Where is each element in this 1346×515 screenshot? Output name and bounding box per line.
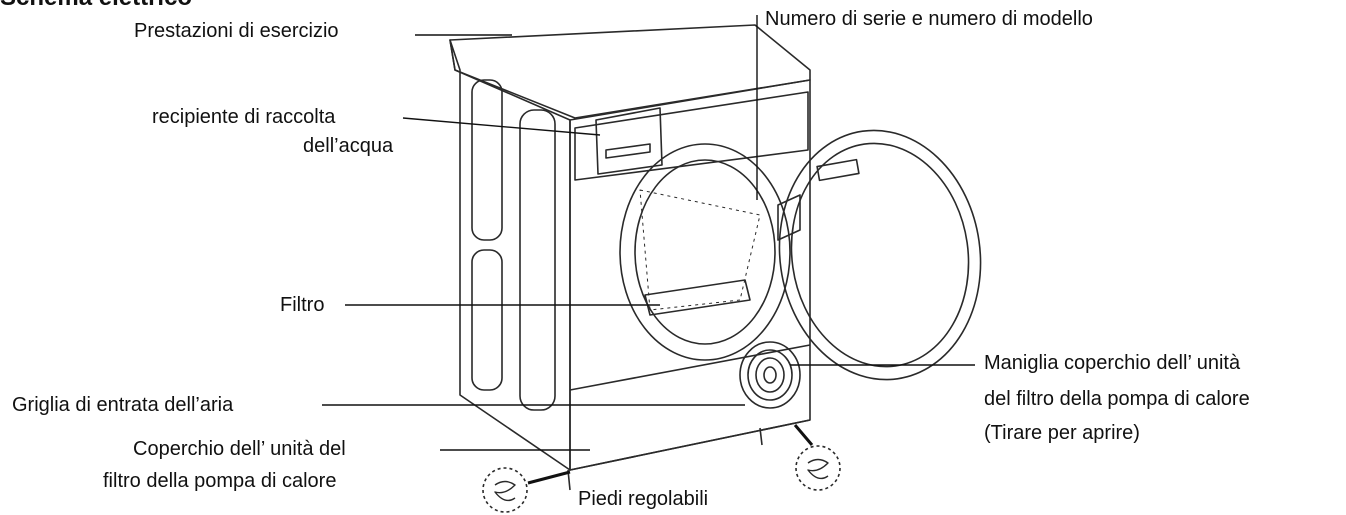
drum-inner — [639, 189, 761, 311]
diagram-heading: Schema elettrico — [0, 0, 192, 12]
door-opening-inner — [634, 159, 776, 345]
label-coperchio-line2: filtro della pompa di calore — [103, 470, 337, 492]
label-filtro: Filtro — [280, 294, 325, 316]
label-coperchio-line1: Coperchio dell’ unità del — [133, 438, 346, 460]
side-recess-upper — [471, 79, 503, 241]
label-numero-serie: Numero di serie e numero di modello — [765, 8, 1093, 30]
open-door-outer — [778, 129, 982, 381]
label-maniglia-line2: del filtro della pompa di calore — [984, 388, 1250, 410]
leader-piedi-right — [793, 424, 814, 446]
door-opening-outer — [619, 143, 791, 361]
dryer-base — [569, 344, 811, 471]
door-hinge — [777, 194, 801, 241]
air-intake-grille — [739, 341, 801, 409]
leader-recipiente — [402, 117, 601, 136]
water-container-handle — [605, 143, 651, 159]
label-maniglia-line3: (Tirare per aprire) — [984, 422, 1140, 444]
control-panel-band — [574, 91, 809, 181]
foot-left — [567, 427, 763, 491]
serial-label — [816, 158, 860, 182]
label-recipiente-line1: recipiente di raccolta — [152, 106, 336, 128]
filter-slot — [644, 279, 751, 316]
label-prestazioni: Prestazioni di esercizio — [134, 20, 339, 42]
dryer-front-panel — [569, 79, 811, 471]
adjustable-foot-left-detail — [482, 467, 528, 513]
open-door-inner — [790, 142, 970, 368]
leader-piedi-left — [527, 470, 571, 485]
dryer-top-panel — [449, 24, 811, 119]
adjustable-foot-right-detail — [795, 445, 841, 491]
label-griglia: Griglia di entrata dell’aria — [12, 394, 234, 416]
label-piedi: Piedi regolabili — [578, 488, 709, 510]
label-recipiente-line2: dell’acqua — [303, 135, 394, 157]
water-container-drawer — [595, 107, 663, 175]
side-recess-lower — [471, 249, 503, 391]
side-recess-right — [519, 109, 556, 411]
label-maniglia-line1: Maniglia coperchio dell’ unità — [984, 352, 1241, 374]
